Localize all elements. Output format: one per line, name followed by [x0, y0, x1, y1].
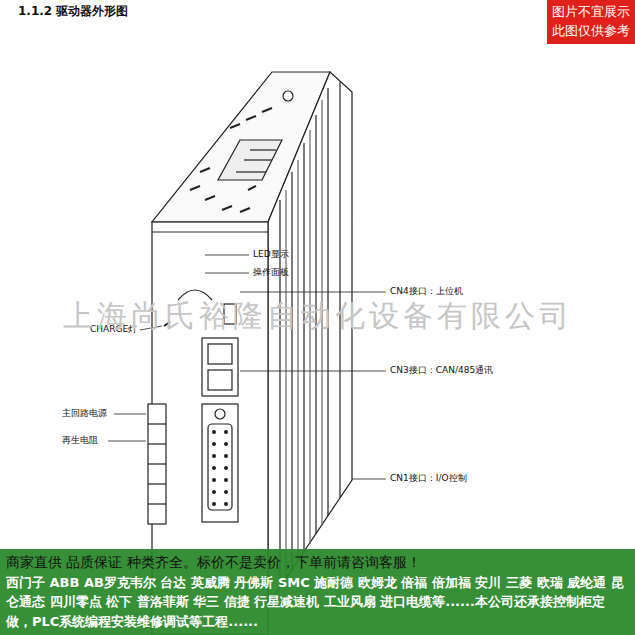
connector-label: CN3接口：CAN/485通讯 [390, 365, 493, 376]
callout-label: 操作面板 [253, 267, 289, 278]
callout-label: 主回路电源 [62, 408, 107, 419]
ad-text: 西门子 ABB AB罗克韦尔 台达 英威腾 丹佛斯 SMC 施耐德 欧姆龙 倍福… [6, 573, 629, 632]
watermark: 上海尚氏裕隆自动化设备有限公司 [0, 298, 635, 334]
callout-label: 再生电阻 [62, 435, 98, 446]
ad-headline: 商家直供 品质保证 种类齐全。标价不是卖价，下单前请咨询客服！ [6, 552, 629, 572]
ad-band: 商家直供 品质保证 种类齐全。标价不是卖价，下单前请咨询客服！西门子 ABB A… [0, 549, 635, 635]
diagram-title: 1.1.2 驱动器外形图 [18, 4, 128, 18]
notice-text: 图片不宜展示 此图仅供参考 [549, 3, 633, 41]
callout-label: LED显示 [253, 249, 289, 260]
notice-box: 图片不宜展示 此图仅供参考 [547, 0, 635, 44]
connector-label: CN4接口：上位机 [390, 286, 463, 297]
connector-label: CN1接口：I/O控制 [390, 473, 467, 484]
